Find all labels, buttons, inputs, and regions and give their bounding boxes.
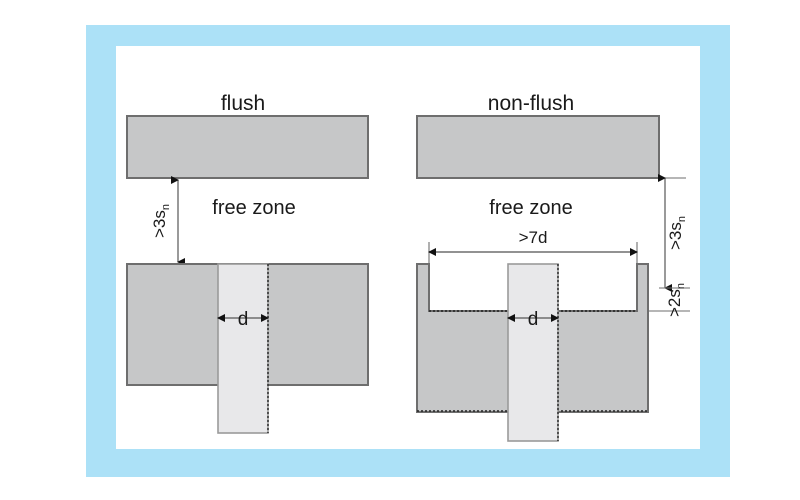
left-diagram-group: flush free zone >3sn d bbox=[126, 92, 369, 434]
left-free-zone-label: free zone bbox=[212, 197, 295, 219]
right-recess-width-dimension-label: >7d bbox=[519, 228, 548, 247]
left-sensor-body bbox=[217, 263, 269, 434]
left-upper-target-block bbox=[126, 115, 369, 179]
right-diagram-group: non-flush free zone >3sn >2sn >7d bbox=[416, 92, 690, 442]
right-diagram-title: non-flush bbox=[488, 92, 574, 115]
right-sensor-body bbox=[507, 263, 559, 442]
right-diameter-dimension-label: d bbox=[528, 309, 539, 330]
left-free-zone-dimension-label: >3sn bbox=[150, 204, 172, 238]
left-diagram-title: flush bbox=[221, 92, 265, 115]
right-upper-target-block bbox=[416, 115, 660, 179]
left-diameter-dimension-label: d bbox=[238, 309, 249, 330]
right-free-zone-label: free zone bbox=[489, 197, 572, 219]
right-recess-depth-dimension-label: >2sn bbox=[665, 283, 687, 317]
right-free-zone-dimension-label: >3sn bbox=[666, 216, 688, 250]
